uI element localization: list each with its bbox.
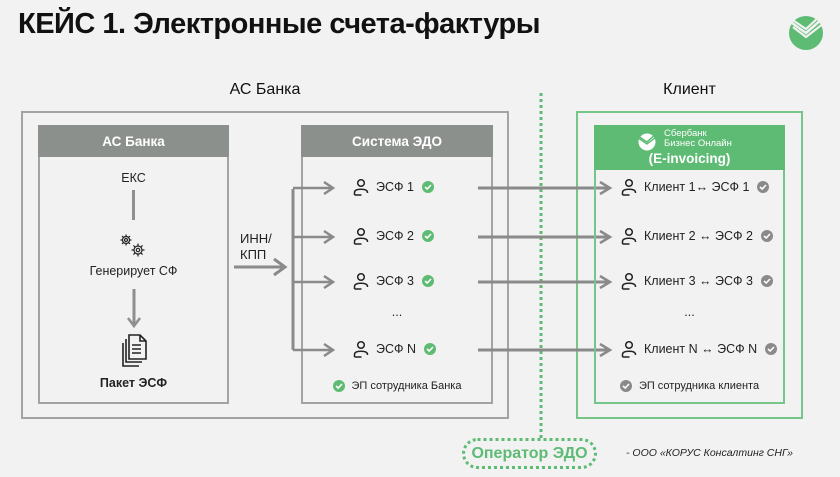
client-invoice-row: Клиент N ↔ ЭСФ N	[621, 340, 778, 358]
source-eks-label: ЕКС	[121, 171, 146, 185]
person-icon	[353, 227, 369, 245]
operator-divider-line	[539, 93, 543, 439]
edo-invoice-row: ЭСФ 3	[353, 272, 434, 290]
person-icon	[621, 178, 637, 196]
client-invoice-row: Клиент 1↔ ЭСФ 1	[621, 178, 770, 196]
connector-line	[132, 190, 135, 220]
documents-stack-icon	[122, 334, 147, 367]
green-check-icon	[421, 181, 434, 193]
client-signature-note: ЭП сотрудника клиента	[594, 380, 785, 392]
client-signature-text: ЭП сотрудника клиента	[638, 380, 760, 392]
client-section-frame	[576, 111, 803, 419]
edo-ellipsis: ...	[391, 305, 403, 319]
client-invoice-row: Клиент 3 ↔ ЭСФ 3	[621, 272, 773, 290]
green-check-icon	[421, 275, 434, 287]
person-icon	[621, 340, 637, 358]
edo-invoice-row: ЭСФ N	[353, 340, 437, 358]
gray-check-icon	[760, 230, 773, 242]
edo-invoice-label: ЭСФ 3	[376, 274, 414, 288]
page-title: КЕЙС 1. Электронные счета-фактуры	[18, 8, 540, 40]
bank-signature-note: ЭП сотрудника Банка	[301, 380, 493, 392]
edo-operator-note: - ООО «КОРУС Консалтинг СНГ»	[626, 447, 793, 459]
bank-section-frame	[21, 111, 509, 419]
edo-invoice-row: ЭСФ 1	[353, 178, 434, 196]
gray-check-icon	[765, 343, 778, 355]
client-invoice-label: Клиент 2 ↔ ЭСФ 2	[644, 229, 753, 243]
business-online-header: Сбербанк Бизнес Онлайн (E-invoicing)	[594, 125, 785, 170]
person-icon	[353, 272, 369, 290]
as-bank-box: АС Банка	[38, 125, 229, 404]
green-check-icon	[332, 380, 345, 392]
client-invoice-label: Клиент N ↔ ЭСФ N	[644, 342, 758, 356]
bank-signature-text: ЭП сотрудника Банка	[351, 380, 462, 392]
edo-system-box: Система ЭДО	[301, 125, 493, 404]
edo-invoice-row: ЭСФ 2	[353, 227, 434, 245]
down-arrow-icon	[127, 289, 141, 329]
green-check-icon	[424, 343, 437, 355]
brand-line1: Сбербанк	[664, 128, 707, 139]
edo-invoice-label: ЭСФ 1	[376, 180, 414, 194]
client-invoice-label: Клиент 1↔ ЭСФ 1	[644, 180, 750, 194]
bank-section-label: АС Банка	[229, 81, 301, 98]
person-icon	[353, 178, 369, 196]
gray-check-icon	[619, 380, 632, 392]
inn-kpp-label: ИНН/ КПП	[240, 231, 272, 263]
gray-check-icon	[757, 181, 770, 193]
invoice-package-label: Пакет ЭСФ	[99, 376, 168, 390]
inn-label: ИНН/	[240, 231, 272, 246]
gears-icon	[120, 234, 145, 257]
edo-operator-badge: Оператор ЭДО	[462, 438, 597, 469]
client-invoice-row: Клиент 2 ↔ ЭСФ 2	[621, 227, 773, 245]
sberbank-logo-icon	[789, 15, 825, 50]
business-online-box: Сбербанк Бизнес Онлайн (E-invoicing)	[594, 125, 785, 404]
edo-invoice-label: ЭСФ N	[376, 342, 417, 356]
sberbank-logo-small-icon	[637, 133, 658, 151]
client-ellipsis: ...	[684, 305, 695, 319]
client-invoice-label: Клиент 3 ↔ ЭСФ 3	[644, 274, 753, 288]
client-section-label: Клиент	[663, 81, 716, 98]
person-icon	[621, 227, 637, 245]
gray-check-icon	[760, 275, 773, 287]
as-bank-box-header: АС Банка	[38, 125, 229, 157]
e-invoicing-subtitle: (E-invoicing)	[648, 151, 731, 166]
edo-system-box-header: Система ЭДО	[301, 125, 493, 157]
person-icon	[353, 340, 369, 358]
edo-invoice-label: ЭСФ 2	[376, 229, 414, 243]
generates-invoice-label: Генерирует СФ	[89, 264, 178, 278]
person-icon	[621, 272, 637, 290]
green-check-icon	[421, 230, 434, 242]
brand-line2: Бизнес Онлайн	[664, 138, 732, 149]
kpp-label: КПП	[240, 247, 267, 262]
brand-name: Сбербанк Бизнес Онлайн	[664, 129, 732, 149]
